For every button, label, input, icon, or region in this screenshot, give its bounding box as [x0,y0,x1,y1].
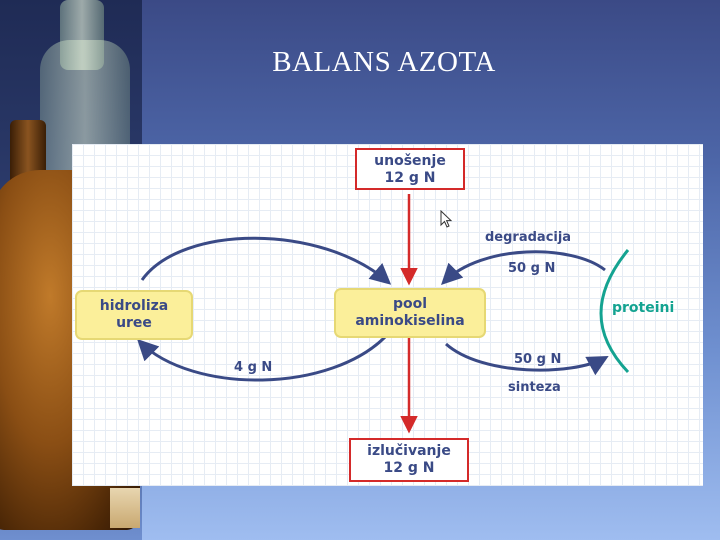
pool-label-line1: pool [392,296,428,312]
pool-box: pool aminokiselina [334,288,486,338]
excretion-box: izlučivanje 12 g N [349,438,469,482]
degradation-amount: 50 g N [508,261,556,276]
pool-to-hydrolysis-arrow [137,332,390,382]
synthesis-amount: 50 g N [514,352,562,367]
intake-amount: 12 g N [384,170,436,186]
excretion-label: izlučivanje [367,443,451,459]
synthesis-label: sinteza [508,380,561,395]
synthesis-arrow [445,342,609,376]
jar-label [110,488,140,528]
urea-amount: 4 g N [234,360,273,375]
hydrolysis-to-pool-arrow [140,236,392,285]
hydrolysis-box: hidroliza uree [75,290,193,340]
hydrolysis-label-line1: hidroliza [99,298,169,314]
excretion-amount: 12 g N [383,460,435,476]
proteins-label: proteini [612,300,675,316]
slide-title: BALANS AZOTA [272,46,496,78]
intake-box: unošenje 12 g N [355,148,465,190]
intake-label: unošenje [374,153,446,169]
proteins-arc [599,249,630,374]
pool-label-line2: aminokiselina [355,313,465,329]
diagram-arrows [137,194,630,434]
mouse-cursor-icon [440,210,453,228]
degradation-arrow [441,250,606,285]
degradation-label: degradacija [485,230,572,245]
hydrolysis-label-line2: uree [116,315,152,331]
nitrogen-balance-diagram: unošenje 12 g N izlučivanje 12 g N pool … [72,144,703,486]
